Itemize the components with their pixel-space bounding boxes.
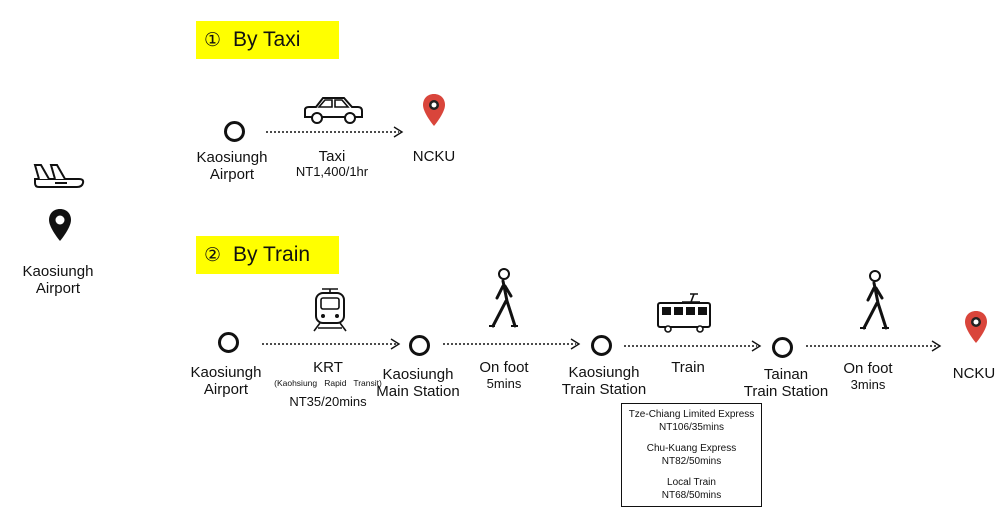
taxi-heading-number: ①	[204, 29, 222, 51]
taxi-car-icon	[304, 97, 363, 124]
taxi-fare: NT1,400/1hr	[295, 164, 369, 179]
leg-walk-2-detail: 3mins	[850, 377, 886, 392]
train-stop-node-airport	[218, 332, 239, 353]
train-heading-text: By Train	[233, 243, 311, 266]
walking-person-icon	[860, 270, 889, 330]
train-destination-label: NCKU	[952, 365, 996, 382]
fare-name: Chu-Kuang Express	[646, 443, 737, 454]
stop-line1: Kaosiungh	[568, 364, 640, 381]
fare-name: Tze-Chiang Limited Express	[628, 409, 755, 420]
leg-walk-2-mode: On foot	[843, 360, 893, 377]
origin-label: Kaosiungh Airport	[10, 263, 106, 297]
train-heading-number: ②	[204, 244, 222, 266]
taxi-mode-label: Taxi	[318, 148, 346, 165]
train-fares-box: Tze-Chiang Limited Express NT106/35mins …	[621, 403, 762, 507]
taxi-route-arrow	[266, 126, 404, 138]
stop-line2: Train Station	[561, 381, 647, 398]
taxi-origin-line1: Kaosiungh	[196, 149, 268, 166]
origin-label-line2: Airport	[35, 280, 81, 297]
leg-krt-note: (Kaohsiung Rapid Transit)	[274, 378, 382, 388]
krt-train-icon	[313, 288, 347, 332]
fare-item: Chu-Kuang Express NT82/50mins	[622, 442, 761, 468]
stop-line2: Airport	[203, 381, 249, 398]
train-route-arrow-4	[806, 340, 942, 352]
taxi-origin-line2: Airport	[209, 166, 255, 183]
stop-line1: Tainan	[763, 366, 809, 383]
fare-item: Local Train NT68/50mins	[622, 476, 761, 502]
train-stop-label-tainan: Tainan Train Station	[734, 366, 838, 400]
train-stop-label-main-station: Kaosiungh Main Station	[366, 366, 470, 400]
train-route-arrow-2	[443, 338, 581, 350]
leg-train-mode: Train	[671, 359, 705, 376]
train-route-arrow-1	[262, 338, 401, 350]
train-stop-node-main-station	[409, 335, 430, 356]
airplane-icon	[33, 164, 85, 188]
train-heading: ② By Train	[196, 236, 339, 274]
leg-krt-detail: NT35/20mins	[289, 394, 367, 409]
map-pin-icon	[49, 209, 71, 241]
destination-pin-icon	[423, 94, 445, 126]
taxi-origin-node	[224, 121, 245, 142]
train-stop-node-tainan	[772, 337, 793, 358]
stop-line1: Kaosiungh	[382, 366, 454, 383]
train-stop-label-train-station: Kaosiungh Train Station	[550, 364, 658, 398]
train-stop-node-train-station	[591, 335, 612, 356]
taxi-origin-label: Kaosiungh Airport	[184, 149, 280, 183]
fare-price: NT82/50mins	[661, 456, 722, 467]
fare-name: Local Train	[667, 477, 716, 488]
fare-item: Tze-Chiang Limited Express NT106/35mins	[622, 408, 761, 434]
train-icon	[657, 293, 711, 333]
walking-person-icon	[489, 268, 518, 328]
stop-line2: Train Station	[743, 383, 829, 400]
destination-pin-icon	[965, 311, 987, 343]
fare-price: NT106/35mins	[658, 422, 725, 433]
leg-walk-1-detail: 5mins	[486, 376, 522, 391]
stop-line1: Kaosiungh	[190, 364, 262, 381]
leg-krt-mode: KRT	[313, 359, 343, 376]
train-stop-label-airport: Kaosiungh Airport	[178, 364, 274, 398]
fare-price: NT68/50mins	[661, 490, 722, 501]
train-route-arrow-3	[624, 340, 762, 352]
origin-label-line1: Kaosiungh	[22, 263, 94, 280]
taxi-heading-text: By Taxi	[233, 28, 301, 51]
stop-line2: Main Station	[376, 383, 460, 400]
taxi-destination-label: NCKU	[412, 148, 456, 165]
taxi-heading: ① By Taxi	[196, 21, 339, 59]
leg-walk-1-mode: On foot	[479, 359, 529, 376]
